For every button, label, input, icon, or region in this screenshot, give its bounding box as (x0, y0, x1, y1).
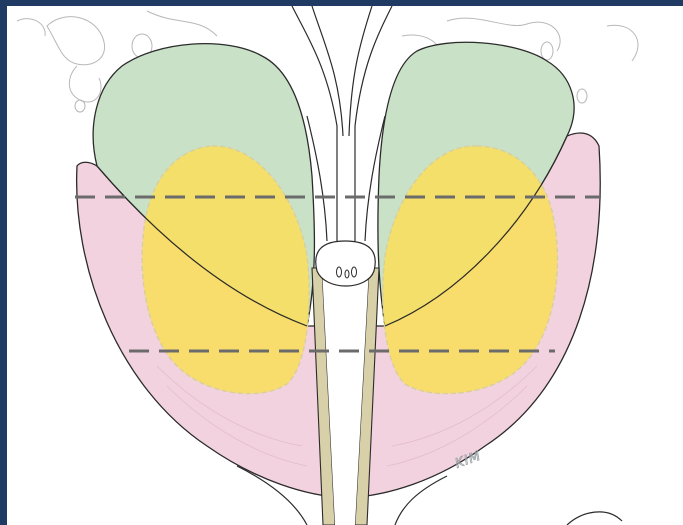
vesicle-duct-right (541, 42, 553, 60)
vas-left (147, 11, 217, 36)
vesicle-lobe-left-2 (69, 66, 101, 102)
vesicle-lobe-right-3 (607, 25, 638, 61)
vesicle-duct-right-2 (577, 89, 587, 103)
vesicle-lobe-left-3 (17, 19, 45, 36)
verumontanum (316, 241, 376, 286)
neck-line-left-inner (312, 6, 343, 136)
bottom-right-arc (567, 512, 622, 525)
prostate-anatomy-illustration: KIM (7, 6, 683, 525)
vesicle-lobe-left-1 (47, 17, 105, 65)
vesicle-duct-left-2 (75, 100, 85, 112)
illustration-canvas: KIM (7, 6, 683, 525)
neck-line-right-inner (349, 6, 372, 136)
